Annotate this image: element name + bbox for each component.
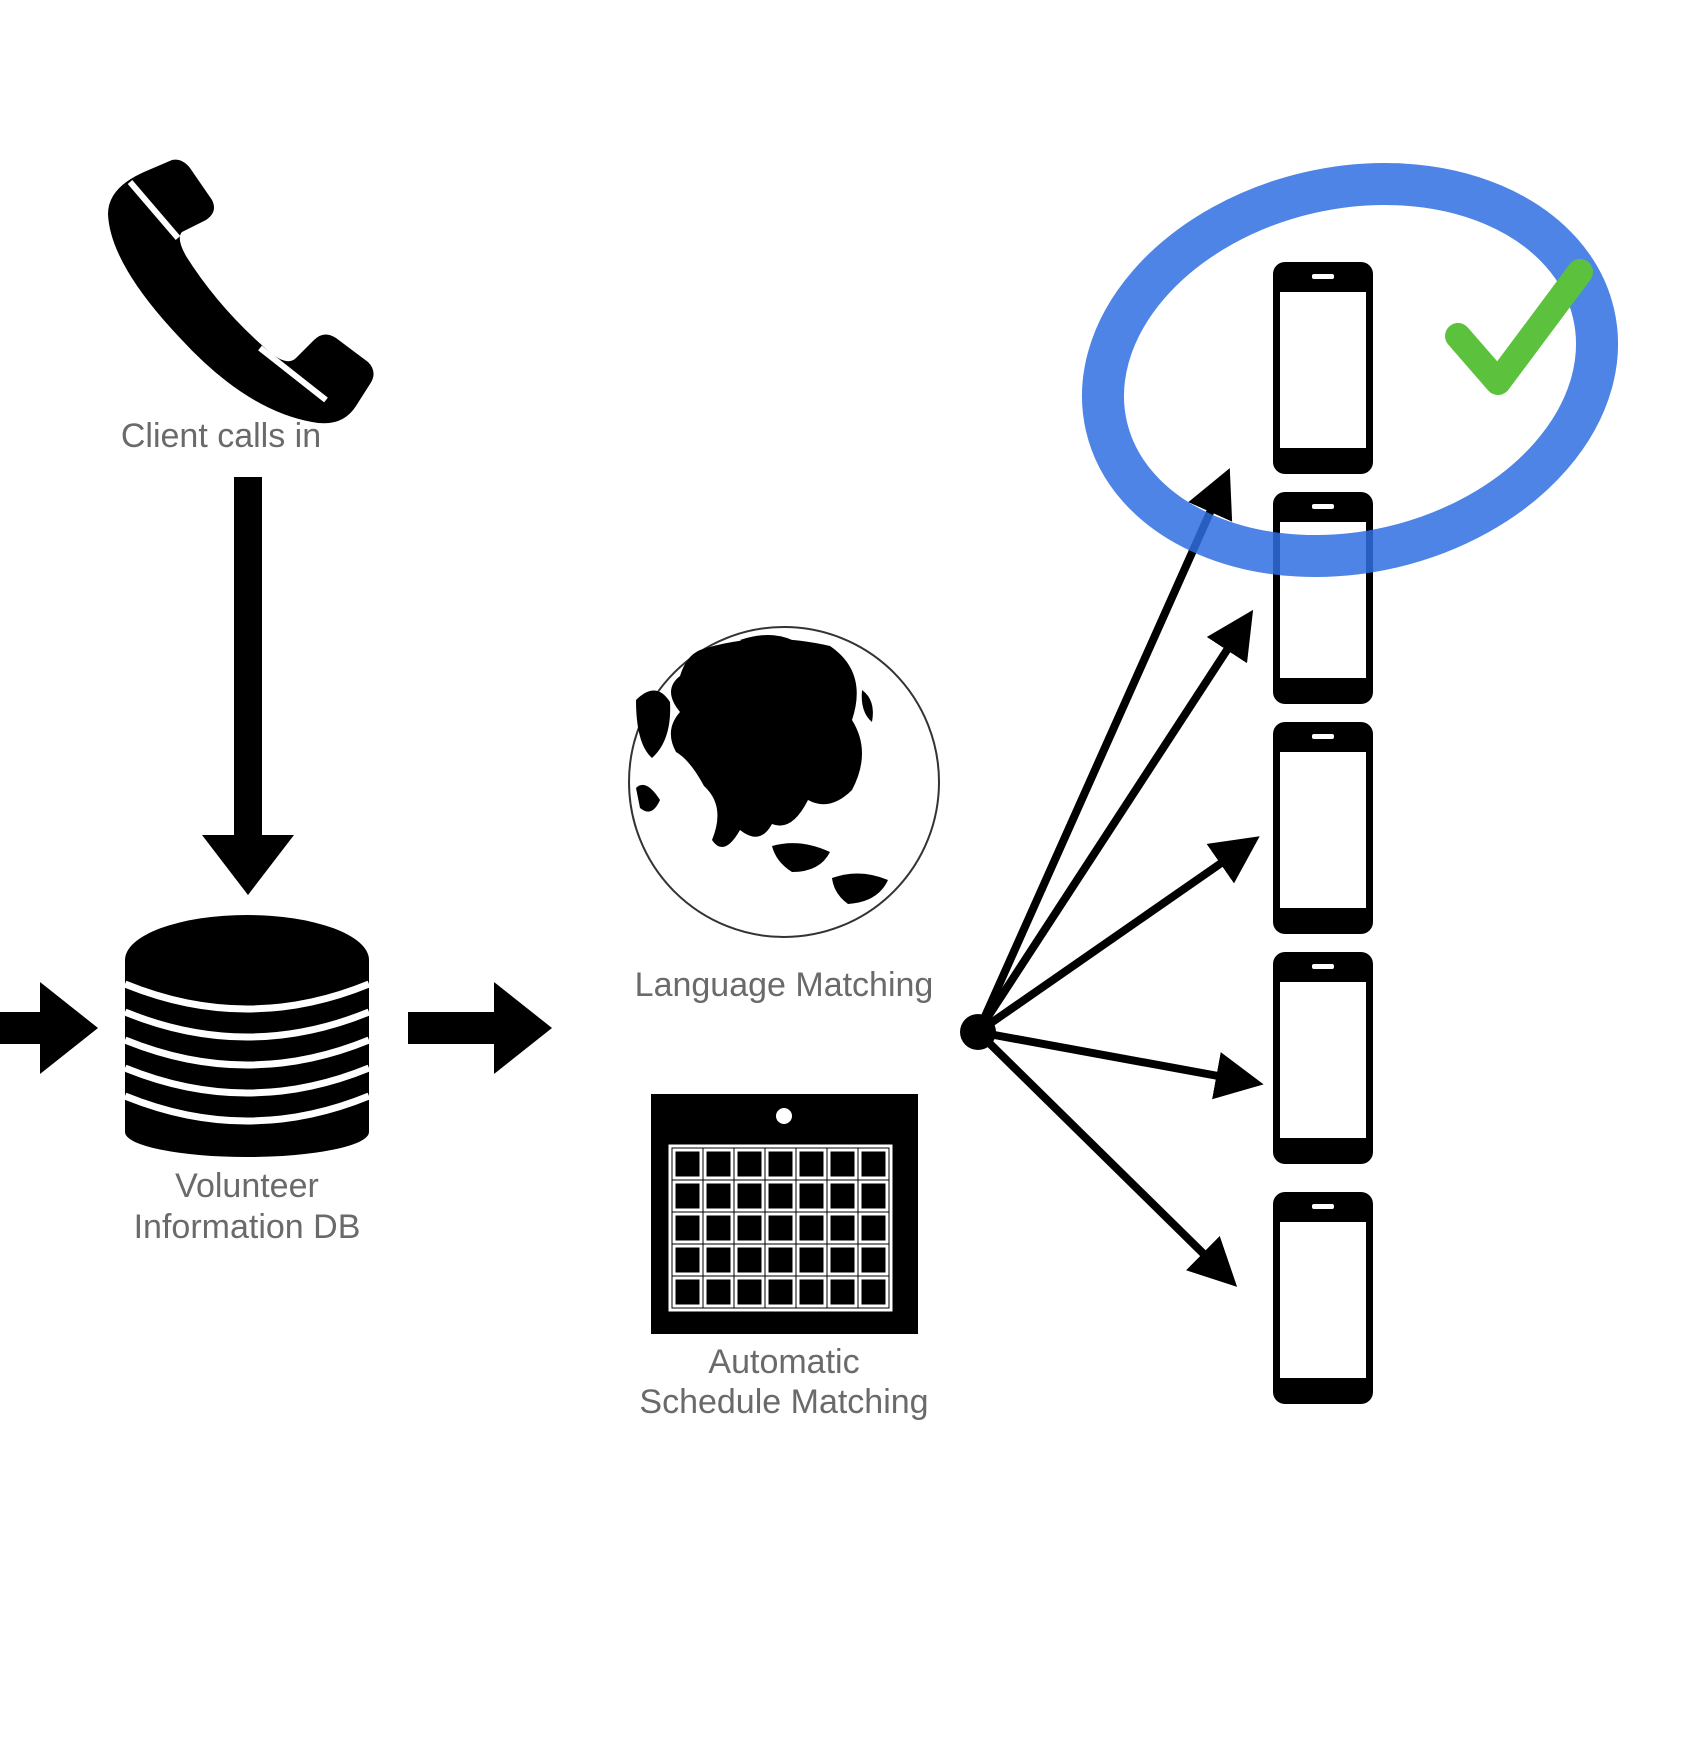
calendar-day-cell xyxy=(703,1212,734,1244)
calendar-icon xyxy=(651,1094,918,1334)
calendar-day-cell xyxy=(734,1244,765,1276)
calendar-day-cell xyxy=(703,1244,734,1276)
calendar-day-cell xyxy=(765,1244,796,1276)
calendar-day-cell xyxy=(827,1180,858,1212)
arrow-to-device-1 xyxy=(974,468,1233,1034)
telephone-handset-icon xyxy=(108,159,374,424)
calendar-grid-border xyxy=(668,1144,893,1312)
client-calls-label: Client calls in xyxy=(121,417,321,455)
selected-device-highlight xyxy=(1081,162,1619,578)
calendar-day-cell xyxy=(672,1180,703,1212)
arrow-into-db xyxy=(0,982,98,1074)
calendar-day-cell xyxy=(858,1244,889,1276)
arrow-to-device-3 xyxy=(975,836,1260,1036)
schedule-label-line2: Schedule Matching xyxy=(639,1383,928,1421)
smartphone-icon xyxy=(1273,722,1373,934)
arrow-to-device-5 xyxy=(975,1029,1238,1287)
calendar-day-cell xyxy=(827,1276,858,1308)
calendar-day-cell xyxy=(734,1212,765,1244)
arrow-to-device-2 xyxy=(974,609,1254,1035)
arrow-to-device-4 xyxy=(977,1028,1264,1100)
calendar-grid xyxy=(668,1144,893,1312)
calendar-day-cell xyxy=(796,1148,827,1180)
calendar-day-cell xyxy=(796,1276,827,1308)
calendar-day-cell xyxy=(796,1244,827,1276)
calendar-day-cell xyxy=(765,1212,796,1244)
calendar-day-cell xyxy=(734,1276,765,1308)
db-label-line2: Information DB xyxy=(134,1208,361,1246)
checkmark-icon xyxy=(1445,259,1593,395)
calendar-day-cell xyxy=(858,1276,889,1308)
calendar-day-cell xyxy=(703,1148,734,1180)
calendar-day-cell xyxy=(734,1180,765,1212)
calendar-day-cell xyxy=(765,1148,796,1180)
calendar-day-cell xyxy=(703,1180,734,1212)
calendar-day-cell xyxy=(858,1180,889,1212)
db-label-line1: Volunteer xyxy=(175,1167,319,1205)
calendar-day-cell xyxy=(796,1212,827,1244)
calendar-day-cell xyxy=(858,1148,889,1180)
calendar-day-cell xyxy=(796,1180,827,1212)
smartphone-icon xyxy=(1273,1192,1373,1404)
calendar-day-cell xyxy=(672,1212,703,1244)
calendar-day-cell xyxy=(672,1244,703,1276)
schedule-label-line1: Automatic xyxy=(708,1343,859,1381)
calendar-day-cell xyxy=(672,1276,703,1308)
smartphone-icon xyxy=(1273,952,1373,1164)
calendar-day-cell xyxy=(827,1148,858,1180)
globe-icon xyxy=(628,626,940,938)
calendar-day-cell xyxy=(827,1244,858,1276)
calendar-day-cell xyxy=(672,1148,703,1180)
smartphone-icon xyxy=(1273,492,1373,704)
smartphone-icon xyxy=(1273,262,1373,474)
language-matching-label: Language Matching xyxy=(635,966,934,1004)
calendar-day-cell xyxy=(734,1148,765,1180)
arrow-call-to-db xyxy=(202,477,294,895)
calendar-day-cell xyxy=(765,1276,796,1308)
calendar-day-cell xyxy=(827,1212,858,1244)
arrow-db-to-matching xyxy=(408,982,552,1074)
database-icon xyxy=(123,915,371,1157)
calendar-day-cell xyxy=(703,1276,734,1308)
calendar-day-cell xyxy=(858,1212,889,1244)
volunteer-devices xyxy=(1273,262,1373,1404)
calendar-day-cell xyxy=(765,1180,796,1212)
dispatch-fan-out xyxy=(960,468,1264,1287)
